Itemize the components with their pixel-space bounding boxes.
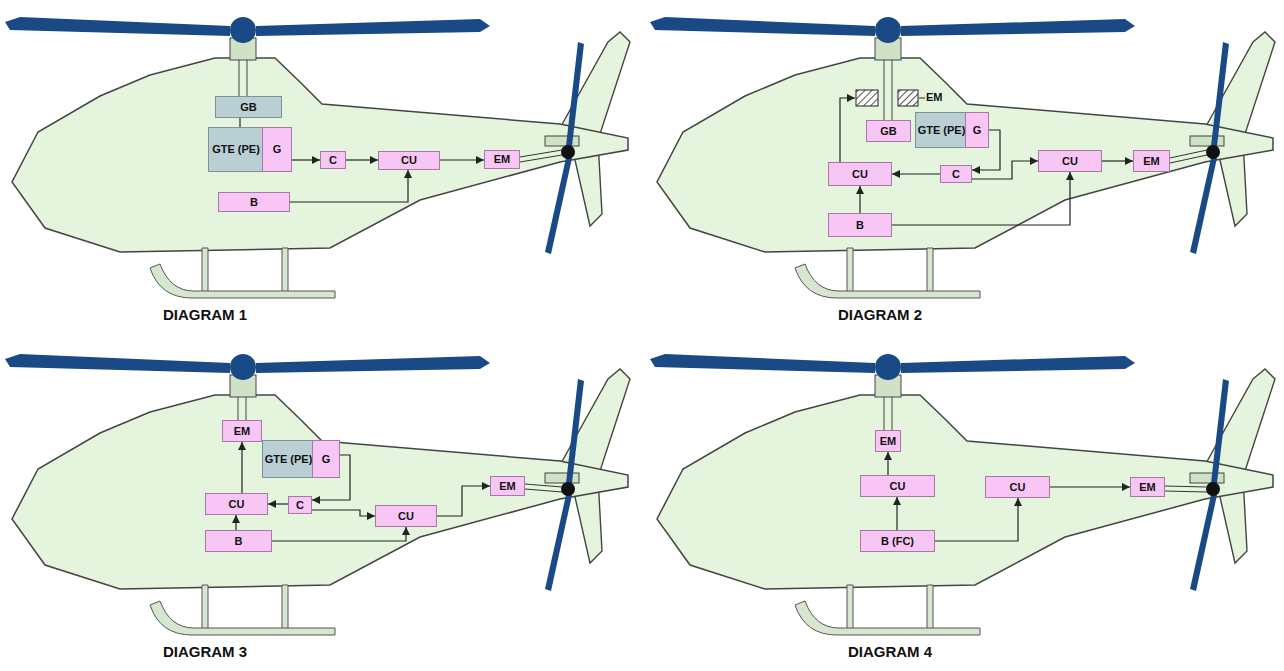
connector-arrow bbox=[859, 186, 860, 213]
box-text: CU bbox=[1062, 155, 1078, 167]
box-text: CU bbox=[1010, 481, 1026, 493]
box-text: C bbox=[952, 168, 960, 180]
connector-arrow bbox=[892, 173, 940, 174]
box-text: GTE (PE) bbox=[918, 124, 966, 136]
helicopter bbox=[650, 17, 1275, 298]
box-text: EM bbox=[1143, 155, 1160, 167]
tail-shaft bbox=[520, 150, 1207, 492]
component-box: B bbox=[218, 192, 290, 212]
connector-arrow bbox=[892, 172, 1070, 225]
component-box: CU bbox=[378, 151, 440, 170]
helicopter bbox=[5, 17, 630, 298]
component-box: CU bbox=[828, 162, 892, 186]
component-box: G bbox=[965, 112, 989, 148]
connector-arrow bbox=[887, 452, 888, 475]
box-text: EM bbox=[499, 480, 516, 492]
box-text: B bbox=[235, 535, 243, 547]
connector-arrow bbox=[440, 159, 484, 160]
box-text: EM bbox=[1139, 481, 1156, 493]
connector-arrow bbox=[972, 161, 1038, 179]
box-text: B bbox=[250, 196, 258, 208]
helicopter bbox=[5, 354, 630, 635]
connector-arrow bbox=[437, 486, 490, 516]
connector-arrow bbox=[935, 498, 1018, 541]
diagram-title: DIAGRAM 4 bbox=[848, 643, 932, 660]
connector-arrow bbox=[268, 503, 288, 504]
connector-arrow bbox=[346, 159, 378, 160]
box-text: C bbox=[296, 499, 304, 511]
component-box: G bbox=[262, 127, 292, 172]
component-box: B bbox=[828, 213, 892, 237]
box-text: C bbox=[329, 154, 337, 166]
engine-box: GB bbox=[215, 96, 282, 118]
connector-arrow bbox=[312, 510, 375, 516]
box-text: B bbox=[856, 219, 864, 231]
hatched-motor bbox=[898, 90, 918, 106]
feed-line bbox=[840, 98, 855, 162]
component-box: C bbox=[940, 165, 972, 183]
leader-line bbox=[919, 98, 925, 99]
rotor-shaft bbox=[238, 60, 892, 430]
box-text: GB bbox=[240, 101, 257, 113]
box-text: EM bbox=[494, 153, 511, 165]
connector-arrow bbox=[292, 159, 320, 160]
component-box: CU bbox=[860, 475, 935, 497]
hatched-motor bbox=[856, 90, 878, 106]
component-box: G bbox=[312, 440, 340, 478]
box-text: CU bbox=[401, 154, 417, 166]
connector-arrow bbox=[272, 527, 406, 541]
connector-arrow bbox=[1102, 160, 1133, 161]
diagram-title: DIAGRAM 1 bbox=[163, 306, 247, 323]
component-box: B bbox=[205, 530, 272, 552]
component-box: B (FC) bbox=[860, 530, 935, 552]
connector-arrow bbox=[1050, 486, 1130, 487]
component-box: EM bbox=[222, 420, 262, 442]
component-box: CU bbox=[985, 476, 1050, 498]
component-box: EM bbox=[1130, 477, 1165, 497]
box-text: G bbox=[322, 453, 331, 465]
component-box: EM bbox=[875, 430, 901, 452]
box-text: G bbox=[273, 143, 282, 155]
component-box: C bbox=[320, 151, 346, 169]
box-text: CU bbox=[852, 168, 868, 180]
component-box: EM bbox=[490, 476, 525, 496]
box-text: G bbox=[973, 124, 982, 136]
box-text: EM bbox=[234, 425, 251, 437]
part-label: EM bbox=[926, 91, 943, 103]
connector-arrow bbox=[290, 170, 408, 202]
component-box: CU bbox=[205, 493, 268, 515]
component-box: CU bbox=[1038, 150, 1102, 172]
helicopter bbox=[650, 354, 1275, 635]
box-text: CU bbox=[229, 498, 245, 510]
connector-arrow bbox=[239, 118, 240, 127]
box-text: B (FC) bbox=[881, 535, 914, 547]
diagram-title: DIAGRAM 3 bbox=[163, 643, 247, 660]
box-text: CU bbox=[890, 480, 906, 492]
engine-box: GTE (PE) bbox=[915, 112, 968, 148]
component-box: CU bbox=[375, 505, 437, 527]
box-text: CU bbox=[398, 510, 414, 522]
engine-box: GTE (PE) bbox=[262, 440, 315, 478]
box-text: EM bbox=[880, 435, 897, 447]
component-box: C bbox=[288, 496, 312, 514]
engine-box: GTE (PE) bbox=[208, 127, 264, 172]
connector-arrow bbox=[235, 515, 236, 530]
component-box: EM bbox=[1133, 150, 1170, 172]
box-text: GTE (PE) bbox=[265, 453, 313, 465]
box-text: GTE (PE) bbox=[212, 143, 260, 155]
connector-arrow bbox=[896, 497, 897, 530]
connector-arrow bbox=[241, 442, 242, 493]
diagram-title: DIAGRAM 2 bbox=[838, 306, 922, 323]
component-box: GB bbox=[866, 120, 911, 142]
box-text: GB bbox=[880, 125, 897, 137]
component-box: EM bbox=[484, 150, 520, 169]
